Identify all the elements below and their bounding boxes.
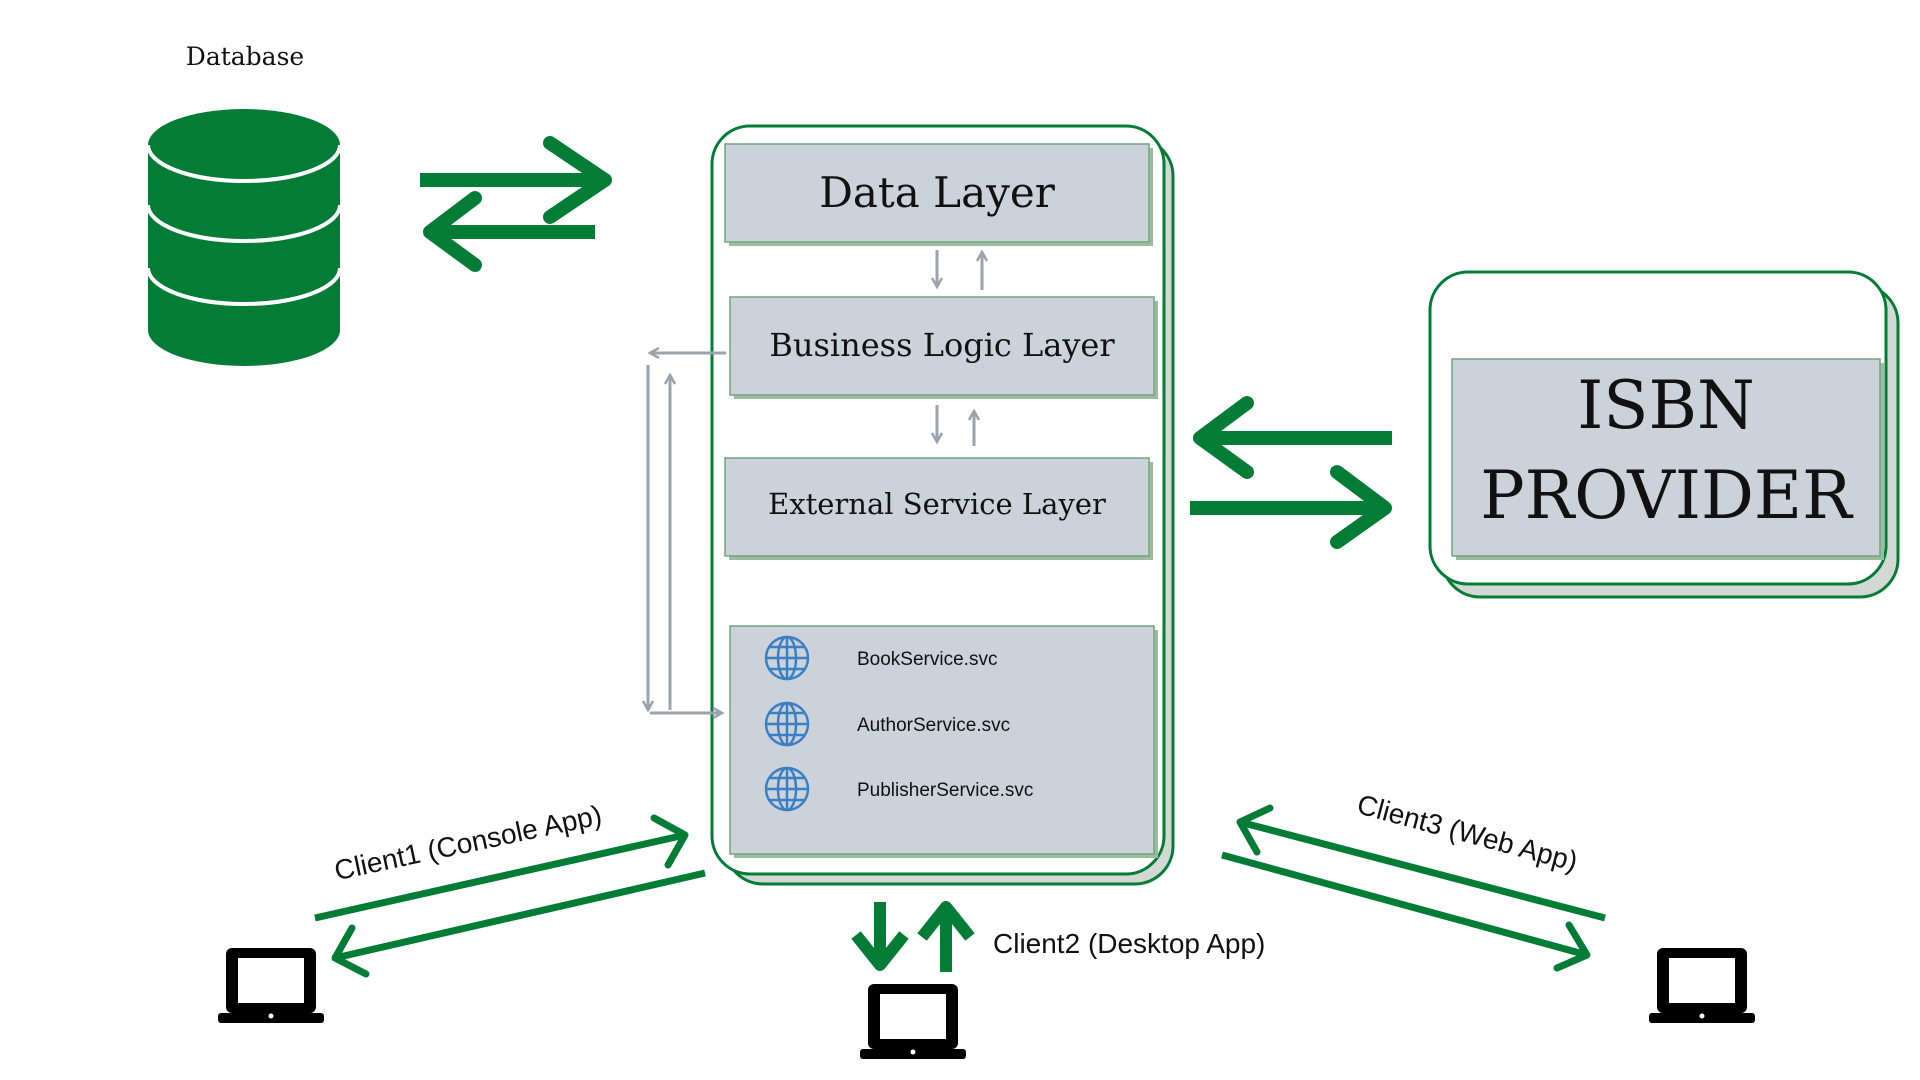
- globe-icon: [764, 766, 810, 812]
- isbn-provider-subtitle: PROVIDER: [1480, 457, 1854, 534]
- db-exchange-arrows: [420, 136, 612, 272]
- globe-icon: [764, 635, 810, 681]
- database-label: Database: [186, 42, 304, 71]
- layer-connector-arrows: [648, 250, 982, 713]
- services-box: [729, 625, 1158, 858]
- database-icon: [146, 109, 342, 366]
- business-layer-box: Business Logic Layer: [729, 296, 1158, 399]
- external-layer-label: External Service Layer: [768, 487, 1106, 521]
- service-name: PublisherService.svc: [857, 780, 1033, 801]
- business-layer-label: Business Logic Layer: [769, 326, 1115, 364]
- data-layer-box: Data Layer: [724, 143, 1153, 246]
- client3-arrows: [1221, 804, 1606, 972]
- data-layer-label: Data Layer: [819, 168, 1055, 217]
- service-item: BookService.svc: [764, 635, 997, 681]
- laptop-icon: [1649, 948, 1755, 1023]
- laptop-icon: [860, 984, 966, 1059]
- client1-label: Client1 (Console App): [332, 799, 605, 886]
- service-name: BookService.svc: [857, 649, 997, 670]
- client2-label: Client2 (Desktop App): [993, 928, 1265, 959]
- provider-exchange-arrows: [1190, 396, 1392, 549]
- isbn-provider-box: ISBN PROVIDER: [1428, 270, 1900, 599]
- service-item: PublisherService.svc: [764, 766, 1033, 812]
- service-name: AuthorService.svc: [857, 715, 1010, 736]
- laptop-icon: [218, 948, 324, 1023]
- client2-arrows: [851, 901, 975, 972]
- isbn-provider-title: ISBN: [1577, 367, 1755, 444]
- external-layer-box: External Service Layer: [724, 457, 1153, 560]
- client1-arrows: [314, 814, 706, 978]
- globe-icon: [764, 701, 810, 747]
- service-item: AuthorService.svc: [764, 701, 1010, 747]
